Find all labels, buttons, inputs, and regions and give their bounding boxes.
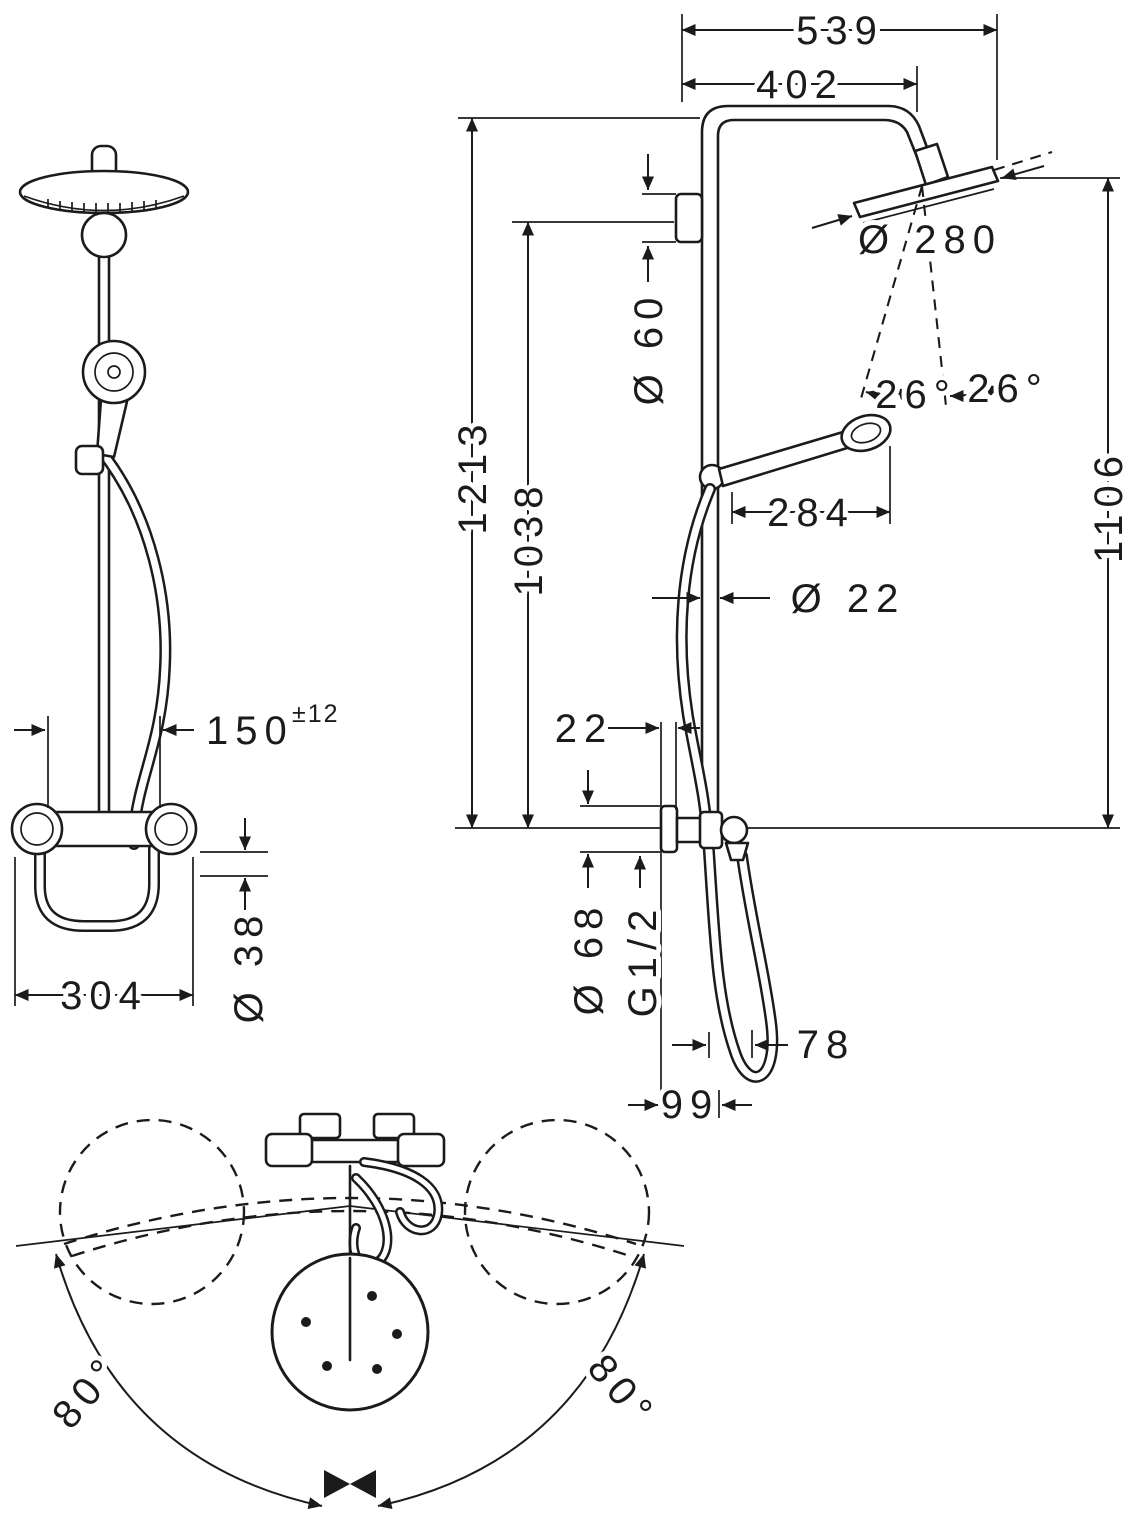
front-spray-face-hatch bbox=[47, 199, 157, 214]
side-shower-head bbox=[852, 165, 1000, 219]
dim-label-402: 402 bbox=[756, 63, 844, 107]
dim-label-78: 78 bbox=[797, 1023, 856, 1067]
dim-label-150-tolerance: ±12 bbox=[292, 700, 340, 728]
dim-label-1213: 1213 bbox=[451, 418, 495, 535]
side-outlet-knob bbox=[719, 815, 749, 845]
dim-label-80-right: 80° bbox=[579, 1346, 665, 1437]
side-wall-flange bbox=[674, 192, 704, 244]
dim-label-80-left: 80° bbox=[44, 1346, 130, 1437]
top-handle-right bbox=[396, 1132, 446, 1168]
dim-label-d60: Ø 60 bbox=[627, 291, 671, 406]
front-slider-holder bbox=[74, 444, 105, 476]
front-hose-bend bbox=[34, 842, 160, 932]
front-hand-shower-head bbox=[81, 339, 147, 405]
side-hand-shower-head bbox=[840, 413, 892, 453]
side-hose bbox=[675, 483, 779, 1083]
dim-label-g12: G1/2 bbox=[621, 903, 665, 1018]
side-outlet-escutcheon bbox=[659, 804, 679, 854]
dim-label-22: 22 bbox=[555, 707, 614, 751]
front-dimensions bbox=[14, 716, 268, 1006]
dim-label-d38: Ø 38 bbox=[227, 909, 271, 1024]
front-overhead-shower bbox=[18, 169, 190, 215]
dim-label-99: 99 bbox=[661, 1083, 720, 1127]
dim-label-26-right: 26° bbox=[967, 367, 1049, 411]
front-thermostat-handle-right bbox=[144, 802, 198, 856]
side-hose-nut bbox=[724, 841, 750, 862]
top-angle-arc-right bbox=[377, 1253, 647, 1510]
top-bowtie-symbol bbox=[324, 1470, 376, 1498]
front-ball-joint bbox=[80, 211, 128, 259]
dim-label-284: 284 bbox=[767, 491, 855, 535]
side-product bbox=[659, 104, 1053, 1083]
side-outlet-body bbox=[675, 816, 704, 844]
dim-label-d22: Ø 22 bbox=[791, 577, 906, 621]
top-dashed-circle-right bbox=[463, 1118, 651, 1306]
top-dashed-circle-left bbox=[58, 1118, 246, 1306]
side-main-pipe bbox=[700, 104, 933, 824]
side-tilt-dashed-lines bbox=[858, 150, 1053, 407]
front-thermostat-handle-left bbox=[10, 802, 64, 856]
dim-label-1106: 1106 bbox=[1087, 449, 1131, 563]
dim-label-539: 539 bbox=[796, 9, 884, 53]
dim-label-d68: Ø 68 bbox=[567, 901, 611, 1016]
side-view: 539 402 Ø 280 Ø 60 1213 1038 1106 26° 26… bbox=[446, 4, 1136, 1132]
front-view: 150 ±12 304 Ø 38 bbox=[10, 144, 342, 1028]
dim-label-d280: Ø 280 bbox=[858, 218, 1002, 262]
side-hand-shower-handle bbox=[717, 427, 859, 488]
dim-label-26-left: 26° bbox=[875, 373, 957, 417]
dim-label-150: 150 bbox=[206, 709, 294, 753]
dim-label-304: 304 bbox=[60, 974, 148, 1018]
top-view: 80° 80° bbox=[15, 1112, 685, 1510]
dim-label-1038: 1038 bbox=[507, 480, 551, 597]
side-head-joint bbox=[913, 142, 950, 187]
front-product bbox=[10, 144, 198, 932]
top-swivel-arc-lower bbox=[71, 1209, 631, 1258]
side-dimensions bbox=[455, 14, 1120, 1118]
top-angle-arc-left bbox=[53, 1253, 323, 1510]
side-outlet-tee bbox=[698, 810, 724, 850]
top-handle-left bbox=[264, 1132, 314, 1168]
top-swivel-limit-lines bbox=[15, 1205, 685, 1247]
